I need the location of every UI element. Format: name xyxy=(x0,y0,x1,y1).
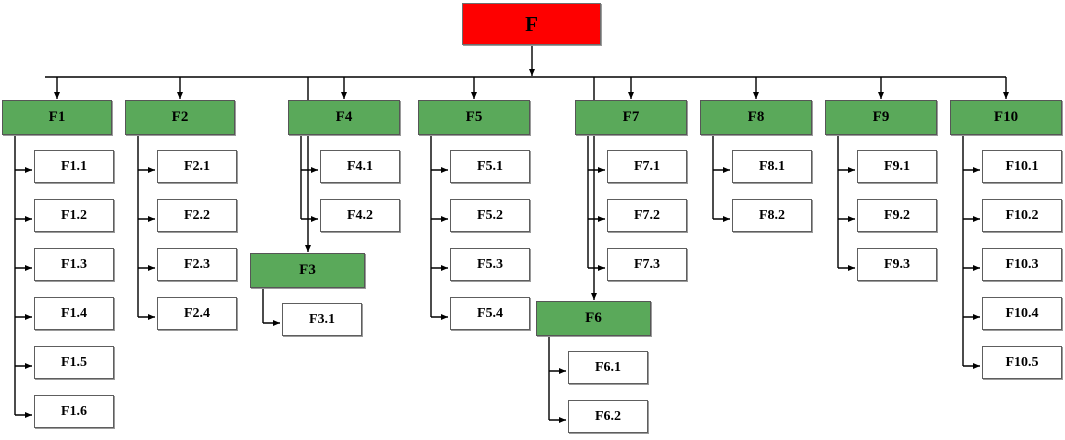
branch-node-f7[interactable]: F7 xyxy=(575,100,687,135)
child-node-f9-3[interactable]: F9.3 xyxy=(857,248,937,281)
branch-node-f4[interactable]: F4 xyxy=(288,100,400,135)
branch-node-f9[interactable]: F9 xyxy=(825,100,937,135)
child-node-f7-3[interactable]: F7.3 xyxy=(607,248,687,281)
child-node-f8-2[interactable]: F8.2 xyxy=(732,199,812,232)
child-node-f2-1[interactable]: F2.1 xyxy=(157,150,237,183)
child-node-f2-4[interactable]: F2.4 xyxy=(157,297,237,330)
root-node-F[interactable]: F xyxy=(462,3,601,45)
branch-node-f6[interactable]: F6 xyxy=(536,301,651,336)
child-node-f1-3[interactable]: F1.3 xyxy=(34,248,114,281)
branch-node-f5[interactable]: F5 xyxy=(418,100,530,135)
child-node-f7-1[interactable]: F7.1 xyxy=(607,150,687,183)
child-node-f7-2[interactable]: F7.2 xyxy=(607,199,687,232)
child-node-f2-2[interactable]: F2.2 xyxy=(157,199,237,232)
child-node-f5-1[interactable]: F5.1 xyxy=(450,150,530,183)
branch-node-f8[interactable]: F8 xyxy=(700,100,812,135)
branch-node-f2[interactable]: F2 xyxy=(125,100,235,135)
branch-node-f3[interactable]: F3 xyxy=(250,253,365,288)
child-node-f2-3[interactable]: F2.3 xyxy=(157,248,237,281)
child-node-f10-1[interactable]: F10.1 xyxy=(982,150,1062,183)
branch-node-f1[interactable]: F1 xyxy=(2,100,112,135)
child-node-f1-1[interactable]: F1.1 xyxy=(34,150,114,183)
child-node-f4-1[interactable]: F4.1 xyxy=(320,150,400,183)
child-node-f9-2[interactable]: F9.2 xyxy=(857,199,937,232)
child-node-f6-2[interactable]: F6.2 xyxy=(568,400,648,433)
child-node-f10-3[interactable]: F10.3 xyxy=(982,248,1062,281)
child-node-f1-4[interactable]: F1.4 xyxy=(34,297,114,330)
child-node-f8-1[interactable]: F8.1 xyxy=(732,150,812,183)
child-node-f10-2[interactable]: F10.2 xyxy=(982,199,1062,232)
child-node-f5-2[interactable]: F5.2 xyxy=(450,199,530,232)
child-node-f1-6[interactable]: F1.6 xyxy=(34,395,114,428)
child-node-f1-5[interactable]: F1.5 xyxy=(34,346,114,379)
branch-node-f10[interactable]: F10 xyxy=(950,100,1062,135)
child-node-f5-3[interactable]: F5.3 xyxy=(450,248,530,281)
child-node-f4-2[interactable]: F4.2 xyxy=(320,199,400,232)
child-node-f6-1[interactable]: F6.1 xyxy=(568,351,648,384)
child-node-f3-1[interactable]: F3.1 xyxy=(282,303,362,336)
child-node-f5-4[interactable]: F5.4 xyxy=(450,297,530,330)
child-node-f10-4[interactable]: F10.4 xyxy=(982,297,1062,330)
child-node-f1-2[interactable]: F1.2 xyxy=(34,199,114,232)
child-node-f10-5[interactable]: F10.5 xyxy=(982,346,1062,379)
child-node-f9-1[interactable]: F9.1 xyxy=(857,150,937,183)
